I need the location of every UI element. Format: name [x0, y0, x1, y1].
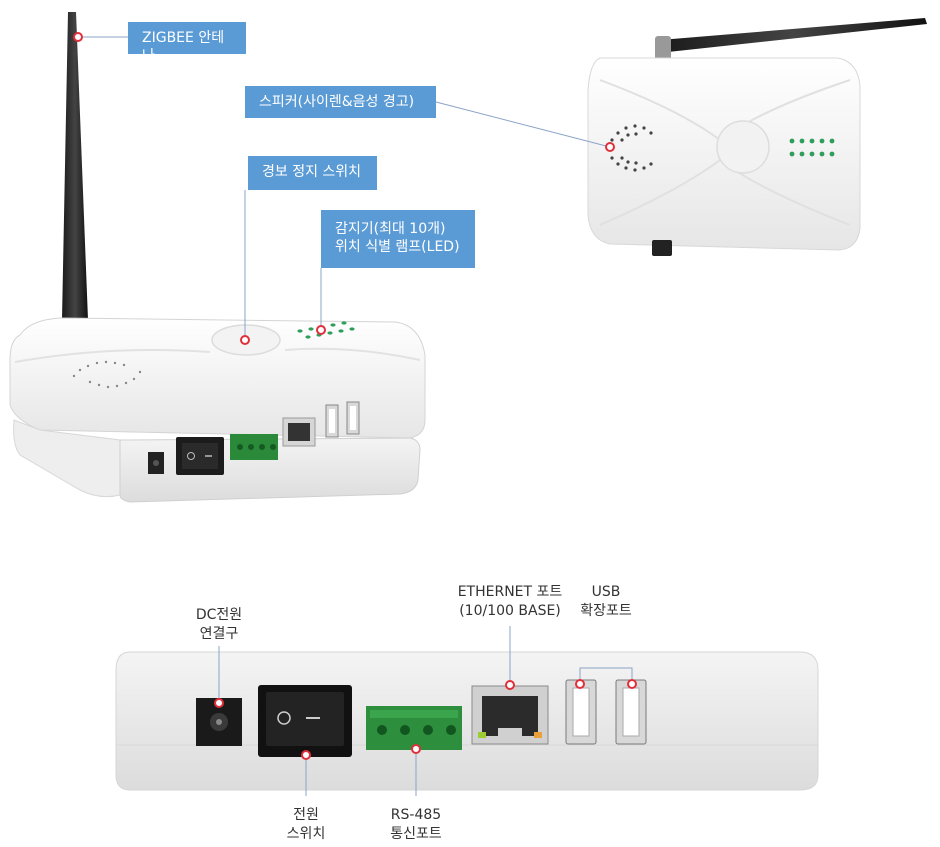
device-front-view: [115, 651, 819, 791]
label-rs485-port: RS-485 통신포트: [390, 807, 442, 842]
callout-lines: [78, 36, 633, 796]
speaker-grill-top: [610, 124, 653, 172]
label-ethernet-port: ETHERNET 포트 (10/100 BASE): [457, 584, 563, 619]
device-top-view: [587, 18, 927, 256]
speaker-grill: [72, 360, 142, 389]
antenna-base: [655, 36, 671, 62]
device-perspective-view: [9, 12, 426, 503]
label-usb-port: USB 확장포트: [580, 584, 632, 619]
label-power-switch: 전원 스위치: [286, 807, 326, 842]
label-dc-power: DC전원 연결구: [195, 607, 243, 642]
alarm-stop-button-top: [716, 120, 770, 174]
label-speaker: 스피커(사이렌&음성 경고): [245, 86, 436, 118]
device-top-switch-tab: [652, 240, 672, 256]
label-sensor-led: 감지기(최대 10개) 위치 식별 램프(LED): [321, 210, 475, 268]
callout-dots: [73, 32, 637, 760]
label-zigbee-antenna: ZIGBEE 안테나: [128, 22, 246, 64]
antenna-left: [62, 12, 88, 320]
led-array-top: [789, 138, 835, 157]
antenna-top-right: [660, 18, 927, 52]
label-alarm-stop-switch: 경보 정지 스위치: [248, 156, 377, 190]
